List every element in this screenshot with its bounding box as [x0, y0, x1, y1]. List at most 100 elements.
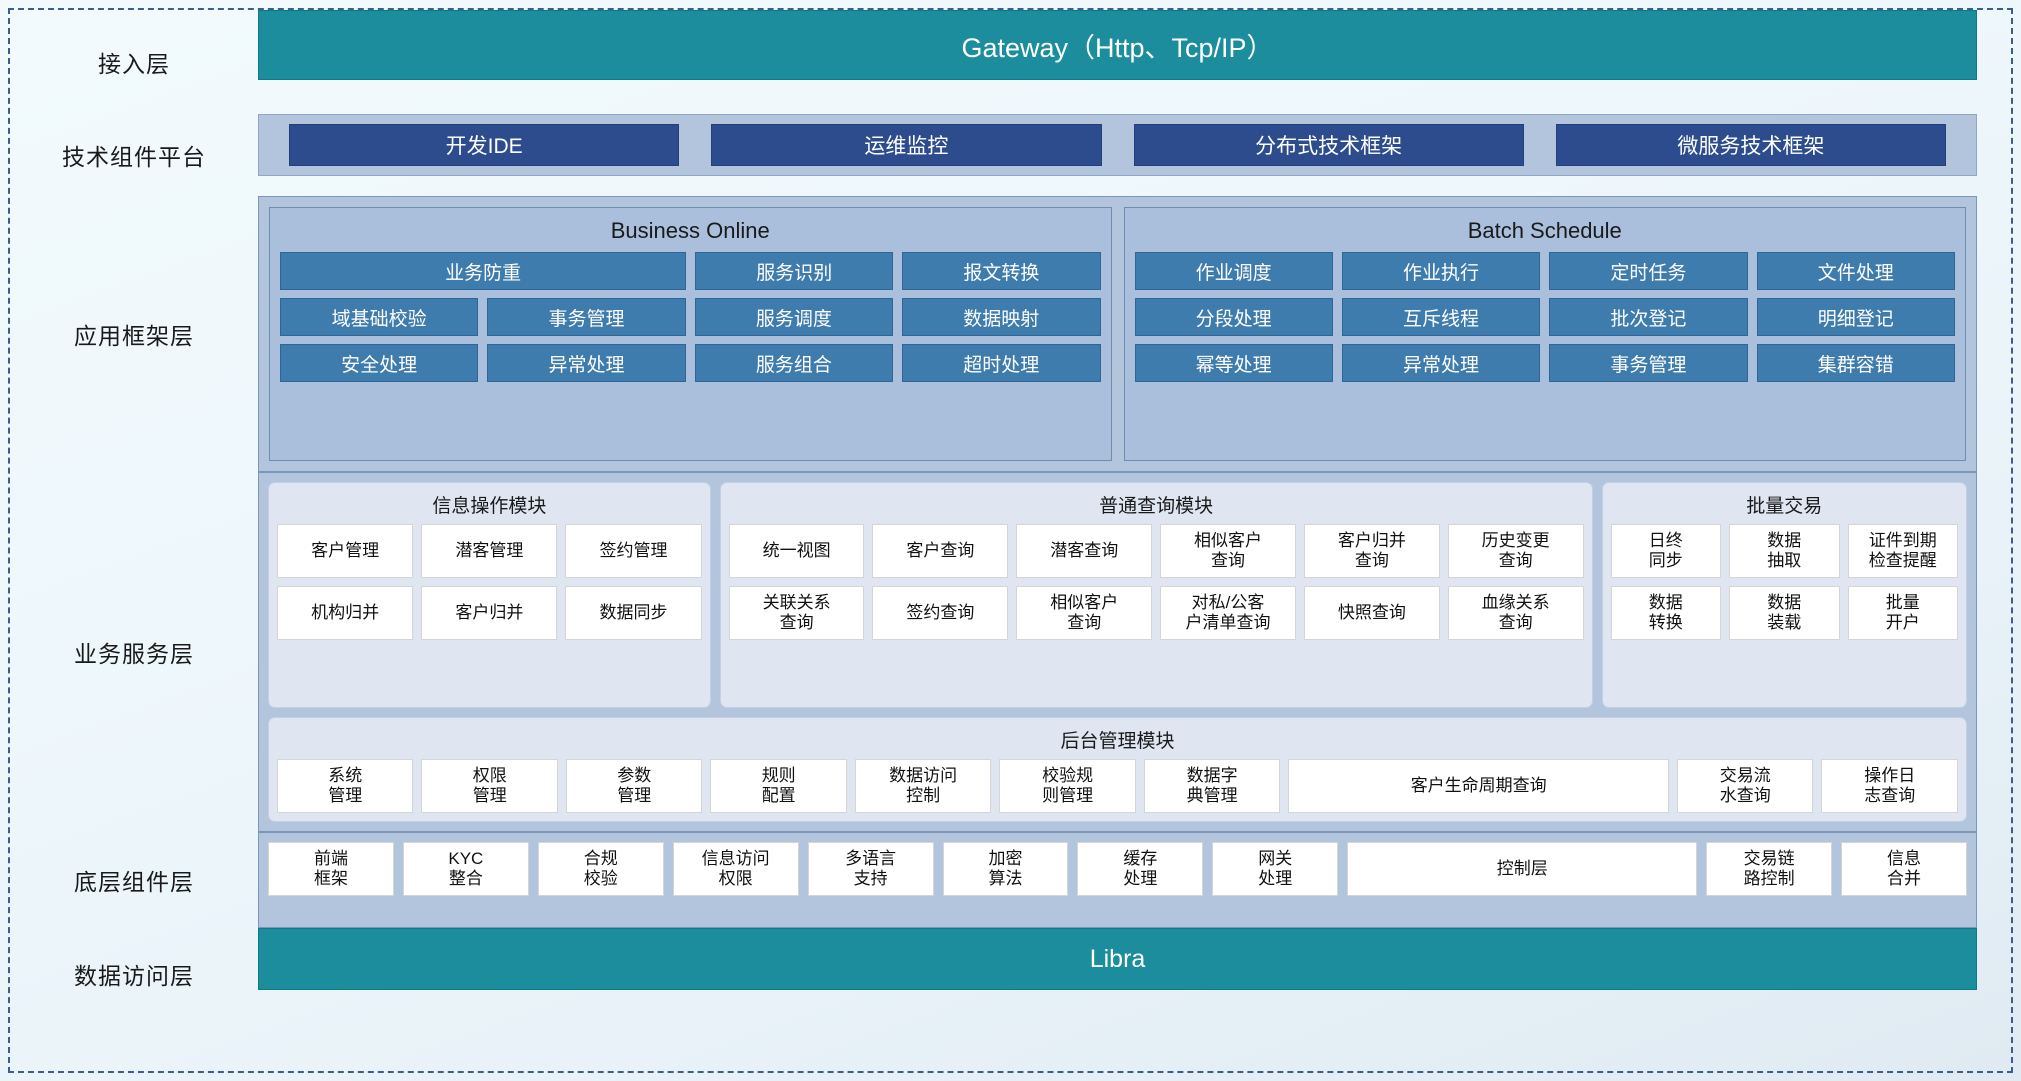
bt-cell-eod-sync[interactable]: 日终 同步 — [1610, 524, 1722, 578]
common-query-row: 统一视图 客户查询 潜客查询 相似客户 查询 客户归并 查询 历史变更 查询 — [728, 524, 1584, 578]
bm-cell-operation-log-query[interactable]: 操作日 志查询 — [1821, 759, 1958, 813]
bt-cell-batch-account-open[interactable]: 批量 开户 — [1847, 586, 1958, 640]
bs-chip-cluster-fault-tolerance[interactable]: 集群容错 — [1756, 344, 1955, 382]
bm-cell-parameter-mgmt[interactable]: 参数 管理 — [565, 759, 703, 813]
bs-chip-transaction-mgmt[interactable]: 事务管理 — [1549, 344, 1748, 382]
bm-cell-data-dictionary-mgmt[interactable]: 数据字 典管理 — [1143, 759, 1281, 813]
bs-chip-segment-handling[interactable]: 分段处理 — [1134, 298, 1333, 336]
cq-cell-unified-view[interactable]: 统一视图 — [728, 524, 865, 578]
bo-chip-service-identify[interactable]: 服务识别 — [695, 252, 894, 290]
panel-title-batch-transaction: 批量交易 — [1746, 496, 1823, 517]
bm-cell-system-mgmt[interactable]: 系统 管理 — [277, 759, 414, 813]
cq-cell-customer-merge-query[interactable]: 客户归并 查询 — [1303, 524, 1440, 578]
bt-cell-data-transform[interactable]: 数据 转换 — [1610, 586, 1722, 640]
bc-cell-control-layer[interactable]: 控制层 — [1347, 842, 1698, 896]
bm-cell-validation-rule-mgmt[interactable]: 校验规 则管理 — [999, 759, 1136, 813]
business-online-grid: 业务防重 服务识别 报文转换 域基础校验 事务管理 服务调度 数据映射 — [280, 252, 1101, 382]
layer-label-app-framework: 应用框架层 — [74, 323, 194, 349]
bt-cell-data-extract[interactable]: 数据 抽取 — [1729, 524, 1840, 578]
bs-chip-file-handling[interactable]: 文件处理 — [1756, 252, 1955, 290]
bm-cell-transaction-flow-query[interactable]: 交易流 水查询 — [1677, 759, 1814, 813]
cq-cell-relation-query[interactable]: 关联关系 查询 — [728, 586, 865, 640]
bm-cell-rule-config[interactable]: 规则 配置 — [710, 759, 847, 813]
bc-cell-compliance-check[interactable]: 合规 校验 — [537, 842, 664, 896]
info-operation-row: 客户管理 潜客管理 签约管理 — [277, 524, 702, 578]
io-cell-contract-mgmt[interactable]: 签约管理 — [565, 524, 702, 578]
io-cell-customer-mgmt[interactable]: 客户管理 — [277, 524, 414, 578]
libra-bar[interactable]: Libra — [258, 928, 1977, 990]
panel-batch-schedule: Batch Schedule 作业调度 作业执行 定时任务 文件处理 分段处理 … — [1123, 207, 1966, 461]
batch-schedule-row: 作业调度 作业执行 定时任务 文件处理 — [1134, 252, 1955, 290]
bs-chip-exception-handling[interactable]: 异常处理 — [1341, 344, 1541, 382]
gateway-bar[interactable]: Gateway（Http、Tcp/IP） — [258, 10, 1977, 80]
cq-cell-snapshot-query[interactable]: 快照查询 — [1303, 586, 1440, 640]
info-operation-row: 机构归并 客户归并 数据同步 — [277, 586, 702, 640]
bo-chip-service-composition[interactable]: 服务组合 — [694, 344, 894, 382]
tech-chip-ops-monitor[interactable]: 运维监控 — [711, 124, 1102, 166]
cq-cell-private-public-list-query[interactable]: 对私/公客 户清单查询 — [1160, 586, 1296, 640]
business-online-row: 安全处理 异常处理 服务组合 超时处理 — [280, 344, 1101, 382]
backend-management-row: 系统 管理 权限 管理 参数 管理 规则 配置 数据访问 控制 校验规 则管理 … — [277, 759, 1958, 813]
bo-chip-timeout-handling[interactable]: 超时处理 — [902, 344, 1101, 382]
bc-cell-info-merge[interactable]: 信息 合并 — [1841, 842, 1967, 896]
bc-cell-frontend-framework[interactable]: 前端 框架 — [268, 842, 394, 896]
panel-batch-transaction: 批量交易 日终 同步 数据 抽取 证件到期 检查提醒 数据 转换 数据 装载 — [1601, 482, 1967, 708]
layer-body-access: Gateway（Http、Tcp/IP） — [258, 10, 2011, 114]
bo-chip-domain-validation[interactable]: 域基础校验 — [280, 298, 479, 336]
bm-cell-permission-mgmt[interactable]: 权限 管理 — [421, 759, 558, 813]
io-cell-prospect-mgmt[interactable]: 潜客管理 — [421, 524, 558, 578]
cq-cell-history-change-query[interactable]: 历史变更 查询 — [1447, 524, 1584, 578]
layer-body-app-framework: Business Online 业务防重 服务识别 报文转换 域基础校验 事务管… — [258, 196, 2011, 472]
cq-cell-prospect-query[interactable]: 潜客查询 — [1016, 524, 1153, 578]
bc-cell-info-access-permission[interactable]: 信息访问 权限 — [672, 842, 799, 896]
batch-schedule-row: 分段处理 互斥线程 批次登记 明细登记 — [1134, 298, 1955, 336]
bc-cell-cache-handling[interactable]: 缓存 处理 — [1077, 842, 1204, 896]
bo-chip-anti-duplicate[interactable]: 业务防重 — [280, 252, 687, 290]
bc-cell-gateway-handling[interactable]: 网关 处理 — [1212, 842, 1339, 896]
panel-title-common-query: 普通查询模块 — [1099, 496, 1214, 517]
io-cell-data-sync[interactable]: 数据同步 — [565, 586, 702, 640]
layer-label-base-component: 底层组件层 — [74, 869, 194, 895]
bs-chip-job-execute[interactable]: 作业执行 — [1341, 252, 1541, 290]
bc-cell-multilingual-support[interactable]: 多语言 支持 — [807, 842, 934, 896]
bc-cell-encryption-algorithm[interactable]: 加密 算法 — [942, 842, 1069, 896]
bs-chip-mutex-thread[interactable]: 互斥线程 — [1341, 298, 1541, 336]
bo-chip-service-dispatch[interactable]: 服务调度 — [694, 298, 894, 336]
business-service-top-row: 信息操作模块 客户管理 潜客管理 签约管理 机构归并 客户归并 — [268, 482, 1967, 708]
bt-cell-data-load[interactable]: 数据 装载 — [1729, 586, 1840, 640]
io-cell-customer-merge[interactable]: 客户归并 — [421, 586, 558, 640]
bs-chip-idempotent-handling[interactable]: 幂等处理 — [1134, 344, 1333, 382]
bs-chip-batch-register[interactable]: 批次登记 — [1549, 298, 1748, 336]
tech-chip-distributed-framework[interactable]: 分布式技术框架 — [1133, 124, 1524, 166]
bt-cell-id-expiry-reminder[interactable]: 证件到期 检查提醒 — [1847, 524, 1958, 578]
tech-chip-ide[interactable]: 开发IDE — [289, 124, 680, 166]
bs-chip-job-schedule[interactable]: 作业调度 — [1134, 252, 1333, 290]
layer-label-business-service: 业务服务层 — [74, 641, 194, 667]
bo-chip-transaction-mgmt[interactable]: 事务管理 — [487, 298, 686, 336]
bo-chip-security-handling[interactable]: 安全处理 — [280, 344, 479, 382]
layer-row-app-framework: 应用框架层 Business Online 业务防重 服务识别 报文转换 域 — [10, 196, 2011, 472]
cq-cell-contract-query[interactable]: 签约查询 — [872, 586, 1009, 640]
bo-chip-data-mapping[interactable]: 数据映射 — [902, 298, 1101, 336]
bo-chip-exception-handling[interactable]: 异常处理 — [487, 344, 686, 382]
cq-cell-lineage-query[interactable]: 血缘关系 查询 — [1447, 586, 1584, 640]
cq-cell-similar-customer-query[interactable]: 相似客户 查询 — [1160, 524, 1296, 578]
bm-cell-data-access-control[interactable]: 数据访问 控制 — [854, 759, 992, 813]
bo-chip-message-transform[interactable]: 报文转换 — [902, 252, 1101, 290]
panel-common-query: 普通查询模块 统一视图 客户查询 潜客查询 相似客户 查询 客户归并 查询 历史… — [719, 482, 1593, 708]
bc-cell-transaction-chain-control[interactable]: 交易链 路控制 — [1706, 842, 1833, 896]
bs-chip-detail-register[interactable]: 明细登记 — [1756, 298, 1955, 336]
cq-cell-customer-query[interactable]: 客户查询 — [872, 524, 1009, 578]
bs-chip-timed-task[interactable]: 定时任务 — [1549, 252, 1748, 290]
business-service-band: 信息操作模块 客户管理 潜客管理 签约管理 机构归并 客户归并 — [258, 472, 1977, 832]
panel-business-online: Business Online 业务防重 服务识别 报文转换 域基础校验 事务管… — [269, 207, 1112, 461]
cq-cell-similar-customer-query-2[interactable]: 相似客户 查询 — [1016, 586, 1153, 640]
bm-cell-customer-lifecycle-query[interactable]: 客户生命周期查询 — [1288, 759, 1669, 813]
panel-title-backend-management: 后台管理模块 — [1060, 731, 1175, 752]
bc-cell-kyc-integration[interactable]: KYC 整合 — [402, 842, 529, 896]
tech-chip-microservice-framework[interactable]: 微服务技术框架 — [1555, 124, 1946, 166]
io-cell-org-merge[interactable]: 机构归并 — [277, 586, 414, 640]
batch-transaction-row: 数据 转换 数据 装载 批量 开户 — [1610, 586, 1958, 640]
common-query-grid: 统一视图 客户查询 潜客查询 相似客户 查询 客户归并 查询 历史变更 查询 关… — [728, 524, 1584, 640]
